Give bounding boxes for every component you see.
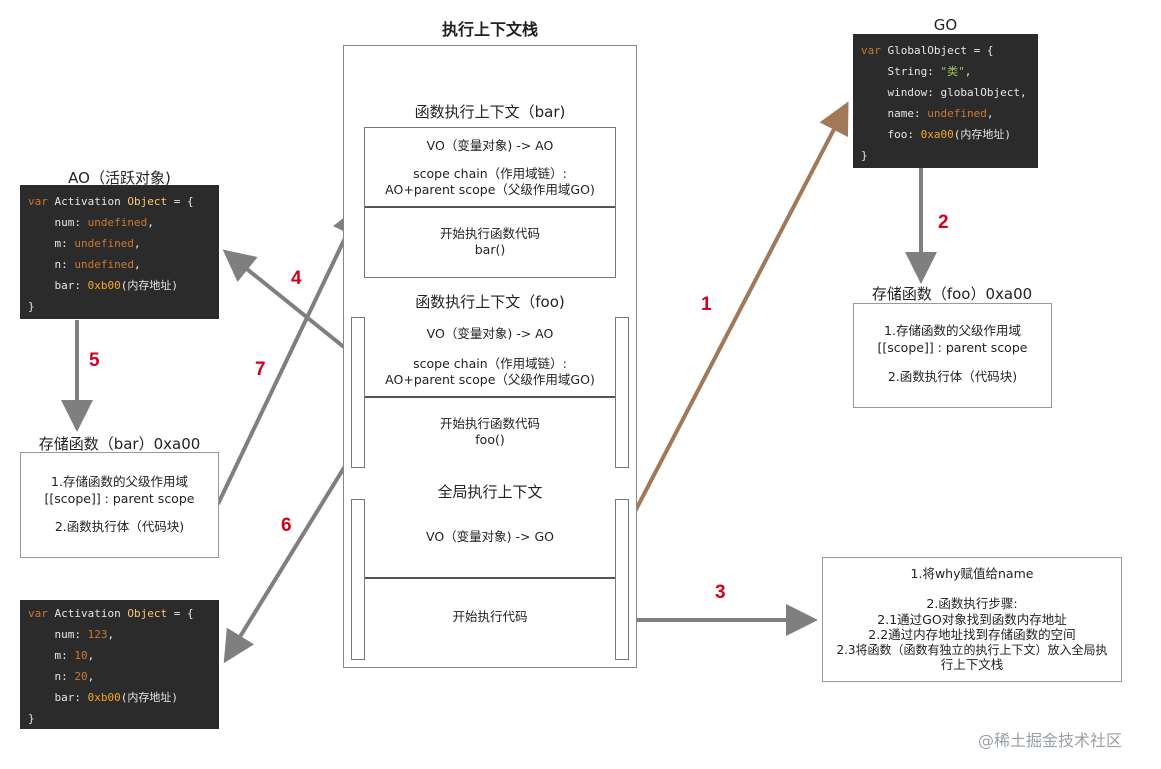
arrow-1	[615, 101, 849, 547]
foo-context: VO（变量对象) -> AO scope chain（作用域链）: AO+par…	[364, 317, 616, 468]
bar-exec-line2: bar()	[474, 242, 506, 257]
go-code-line: foo: 0xa00(内存地址)	[887, 128, 1012, 141]
notes-line1: 1.将why赋值给name	[910, 566, 1034, 581]
step-7-label: 7	[255, 359, 266, 380]
foo-store-line3: 2.函数执行体（代码块)	[887, 369, 1018, 384]
ao-code-line: bar: 0xb00(内存地址)	[54, 279, 179, 292]
bar-store: 1.存储函数的父级作用域 [[scope]] : parent scope 2.…	[20, 452, 219, 558]
ao-code-line: var Activation Object = {	[28, 195, 194, 208]
ao2-code-line: num: 123,	[54, 628, 115, 641]
global-exec: 开始执行代码	[452, 609, 528, 624]
go-label: GO	[933, 16, 958, 34]
foo-store-line1: 1.存储函数的父级作用域	[884, 323, 1021, 338]
ao2-code-line: var Activation Object = {	[28, 607, 194, 620]
go-code-line: var GlobalObject = {	[861, 44, 994, 57]
bar-scope-line1: scope chain（作用域链）:	[413, 166, 567, 181]
foo-context-title: 函数执行上下文（foo)	[415, 293, 565, 311]
bar-exec-line1: 开始执行函数代码	[439, 226, 540, 241]
ao2-code-block: var Activation Object = { num: 123, m: 1…	[20, 600, 219, 729]
ao2-code-line: n: 20,	[54, 670, 95, 683]
bar-context: VO（变量对象) -> AO scope chain（作用域链）: AO+par…	[364, 127, 616, 278]
global-divider	[365, 577, 615, 579]
arrow-4	[222, 249, 362, 362]
notes-line4: 2.2通过内存地址找到存储函数的空间	[868, 627, 1076, 642]
stack-title: 执行上下文栈	[441, 20, 538, 39]
notes-line2: 2.函数执行步骤:	[926, 596, 1018, 611]
foo-scope-line1: scope chain（作用域链）:	[413, 356, 567, 371]
notes-line6: 行上下文栈	[940, 657, 1004, 672]
notes-line3: 2.1通过GO对象找到函数内存地址	[877, 612, 1067, 627]
foo-store-title: 存储函数（foo）0xa00	[871, 285, 1033, 303]
foo-store-line2: [[scope]] : parent scope	[877, 340, 1028, 355]
bar-store-line1: 1.存储函数的父级作用域	[51, 474, 188, 489]
go-code-block: var GlobalObject = { String: "类", window…	[853, 34, 1038, 168]
step-6-label: 6	[281, 515, 292, 536]
bar-store-title: 存储函数（bar）0xa00	[38, 435, 201, 453]
foo-vo: VO（变量对象) -> AO	[426, 326, 554, 341]
bar-store-line3: 2.函数执行体（代码块)	[54, 519, 185, 534]
go-code-line: String: "类",	[887, 65, 972, 78]
step-2-label: 2	[938, 212, 949, 233]
watermark: @稀土掘金技术社区	[978, 731, 1123, 750]
notes-box: 1.将why赋值给name 2.函数执行步骤: 2.1通过GO对象找到函数内存地…	[822, 557, 1122, 682]
foo-scope-line2: AO+parent scope（父级作用域GO)	[385, 372, 595, 387]
bar-divider	[365, 206, 615, 208]
ao2-code-line: m: 10,	[54, 649, 95, 662]
global-vo: VO（变量对象) -> GO	[425, 529, 554, 544]
foo-store: 1.存储函数的父级作用域 [[scope]] : parent scope 2.…	[853, 303, 1052, 408]
foo-divider	[365, 396, 615, 398]
ao2-code-line: }	[28, 712, 35, 725]
step-1-label: 1	[701, 294, 712, 315]
ao-code-line: n: undefined,	[54, 258, 141, 271]
global-context-title: 全局执行上下文	[437, 483, 543, 501]
arrow-7	[216, 204, 362, 505]
ao-code-line: }	[28, 300, 35, 313]
step-4-label: 4	[291, 268, 302, 289]
step-3-label: 3	[715, 582, 726, 603]
step-5-label: 5	[89, 350, 100, 371]
notes-line5: 2.3将函数（函数有独立的执行上下文）放入全局执	[836, 643, 1108, 657]
ao2-code-line: bar: 0xb00(内存地址)	[54, 691, 179, 704]
bar-scope-line2: AO+parent scope（父级作用域GO)	[385, 182, 595, 197]
foo-exec-line2: foo()	[475, 432, 505, 447]
foo-exec-line1: 开始执行函数代码	[439, 416, 540, 431]
bar-store-line2: [[scope]] : parent scope	[44, 491, 195, 506]
bar-vo: VO（变量对象) -> AO	[426, 138, 554, 153]
ao-code-line: m: undefined,	[54, 237, 141, 250]
bar-context-title: 函数执行上下文（bar)	[414, 103, 566, 121]
ao-code-block: var Activation Object = { num: undefined…	[20, 185, 219, 319]
global-context: VO（变量对象) -> GO 开始执行代码	[364, 499, 616, 660]
go-code-line: }	[861, 149, 868, 162]
go-code-line: window: globalObject,	[887, 86, 1027, 99]
ao-label: AO（活跃对象)	[68, 169, 171, 187]
ao-code-line: num: undefined,	[54, 216, 154, 229]
go-code-line: name: undefined,	[887, 107, 994, 120]
